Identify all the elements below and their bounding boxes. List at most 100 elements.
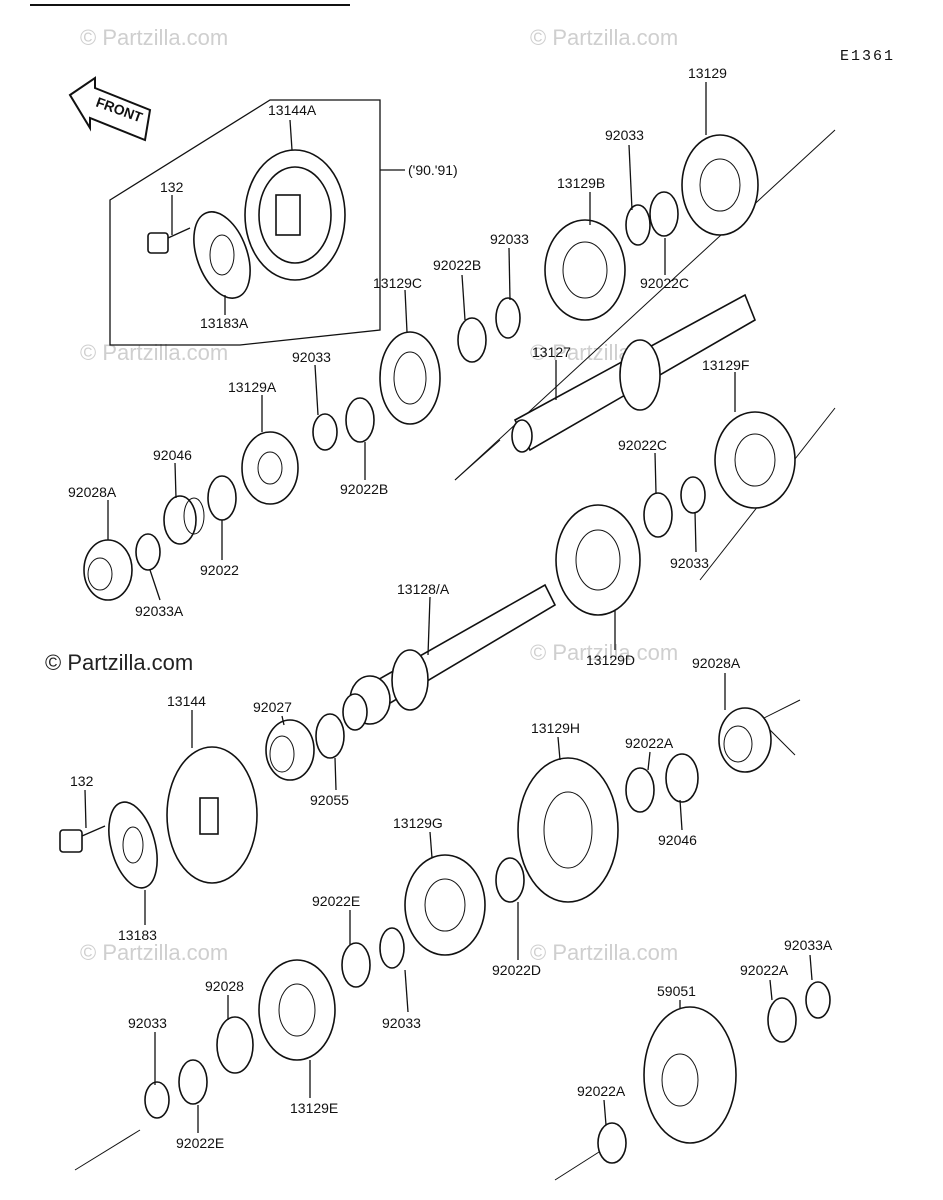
bushing-92028-icon (216, 1016, 254, 1074)
label-92022d: 92022D (492, 962, 541, 978)
label-13129-top: 13129 (688, 65, 727, 81)
circlip-92033-b-icon (495, 297, 521, 339)
bolt-132-bottom-icon (59, 825, 106, 853)
needle-bearing-92046-a-icon (163, 495, 205, 545)
part-labels: 13129 92033 13129B 13144A 132 13183A 920… (68, 65, 833, 1151)
label-92033a-a: 92033A (135, 603, 184, 619)
label-92027: 92027 (253, 699, 292, 715)
circlip-92033-e-icon (379, 927, 405, 969)
gear-59051-icon (643, 1006, 737, 1144)
label-13129f: 13129F (702, 357, 749, 373)
label-92022a-c: 92022A (577, 1083, 626, 1099)
label-92028a-b: 92028A (692, 655, 741, 671)
circlip-92033-f-icon (144, 1081, 170, 1119)
label-92028: 92028 (205, 978, 244, 994)
washer-92022b-b-icon (345, 397, 375, 443)
label-92055: 92055 (310, 792, 349, 808)
label-13129c: 13129C (373, 275, 422, 291)
label-92022b-a: 92022B (433, 257, 481, 273)
washer-92022d-icon (495, 857, 525, 903)
shaft-13128a-icon (342, 583, 557, 731)
circlip-92033a-a-icon (135, 533, 161, 571)
washer-92022e-b-icon (178, 1059, 208, 1105)
label-92046-a: 92046 (153, 447, 192, 463)
label-13129a: 13129A (228, 379, 277, 395)
bearing-92028a-b-icon (718, 707, 772, 773)
circlip-92033a-b-icon (805, 981, 831, 1019)
gear-13129-icon (681, 134, 759, 236)
sprocket-13144-icon (166, 746, 258, 884)
label-13144a: 13144A (268, 102, 317, 118)
label-92022a-b: 92022A (740, 962, 789, 978)
label-13183: 13183 (118, 927, 157, 943)
label-13183a: 13183A (200, 315, 249, 331)
label-13127: 13127 (532, 344, 571, 360)
label-132-bottom: 132 (70, 773, 94, 789)
label-92022b-b: 92022B (340, 481, 388, 497)
bolt-132-top-icon (147, 227, 191, 254)
washer-92022a-b-icon (767, 997, 797, 1043)
gear-13129h-icon (517, 757, 619, 903)
label-13129h: 13129H (531, 720, 580, 736)
washer-92022c-a-icon (649, 191, 679, 237)
washer-92022b-a-icon (457, 317, 487, 363)
label-92033-b: 92033 (490, 231, 529, 247)
label-92033-d: 92033 (670, 555, 709, 571)
label-132-top: 132 (160, 179, 184, 195)
o-ring-92055-icon (315, 713, 345, 759)
circlip-92033-a-icon (625, 204, 651, 246)
washer-92022a-c-icon (597, 1122, 627, 1164)
label-92022: 92022 (200, 562, 239, 578)
label-13129b: 13129B (557, 175, 605, 191)
bearing-92028a-a-icon (83, 539, 133, 601)
shaft-13127-icon (511, 293, 757, 453)
watermark-8: © Partzilla.com (530, 940, 678, 965)
gear-13129f-icon (714, 411, 796, 509)
washer-92022e-a-icon (341, 942, 371, 988)
label-92022c-a: 92022C (640, 275, 689, 291)
diagram-code: E1361 (840, 48, 895, 65)
watermark-1: © Partzilla.com (80, 25, 228, 50)
lower-axis-line-left (74, 1129, 141, 1171)
gear-13129g-icon (404, 854, 486, 956)
washer-92022c-b-icon (643, 492, 673, 538)
label-92046-b: 92046 (658, 832, 697, 848)
gear-13129b-icon (544, 219, 626, 321)
watermark-5: © Partzilla.com (45, 650, 193, 675)
label-92022e-b: 92022E (176, 1135, 224, 1151)
watermark-3: © Partzilla.com (80, 340, 228, 365)
bearing-92027-icon (265, 719, 315, 781)
sprocket-13144a-icon (244, 149, 346, 281)
needle-bearing-92046-b-icon (665, 753, 699, 803)
circlip-92033-c-icon (312, 413, 338, 451)
watermark-2: © Partzilla.com (530, 25, 678, 50)
label-13128a: 13128/A (397, 581, 450, 597)
front-arrow-icon: FRONT (68, 76, 152, 142)
label-13129e: 13129E (290, 1100, 338, 1116)
label-13129g: 13129G (393, 815, 443, 831)
label-92033-c: 92033 (292, 349, 331, 365)
label-92033-a: 92033 (605, 127, 644, 143)
label-92028a-a: 92028A (68, 484, 117, 500)
leader-lines (84, 82, 813, 1133)
gear-13129a-icon (241, 431, 299, 505)
label-13144: 13144 (167, 693, 206, 709)
lock-plate-13183a-icon (193, 211, 251, 299)
gear-13129d-icon (555, 504, 641, 616)
watermark-7: © Partzilla.com (80, 940, 228, 965)
watermark-6: © Partzilla.com (530, 640, 678, 665)
lower-axis-line-right (759, 699, 801, 721)
lock-plate-13183-icon (108, 801, 158, 889)
label-92022a-a: 92022A (625, 735, 674, 751)
label-59051: 59051 (657, 983, 696, 999)
label-92022e-a: 92022E (312, 893, 360, 909)
washer-92022a-a-icon (625, 767, 655, 813)
gear-13129c-icon (379, 331, 441, 425)
label-13129d: 13129D (586, 652, 635, 668)
label-92022c-b: 92022C (618, 437, 667, 453)
label-92033a-b: 92033A (784, 937, 833, 953)
year-note: ('90.'91) (408, 162, 458, 178)
washer-92022-icon (207, 475, 237, 521)
